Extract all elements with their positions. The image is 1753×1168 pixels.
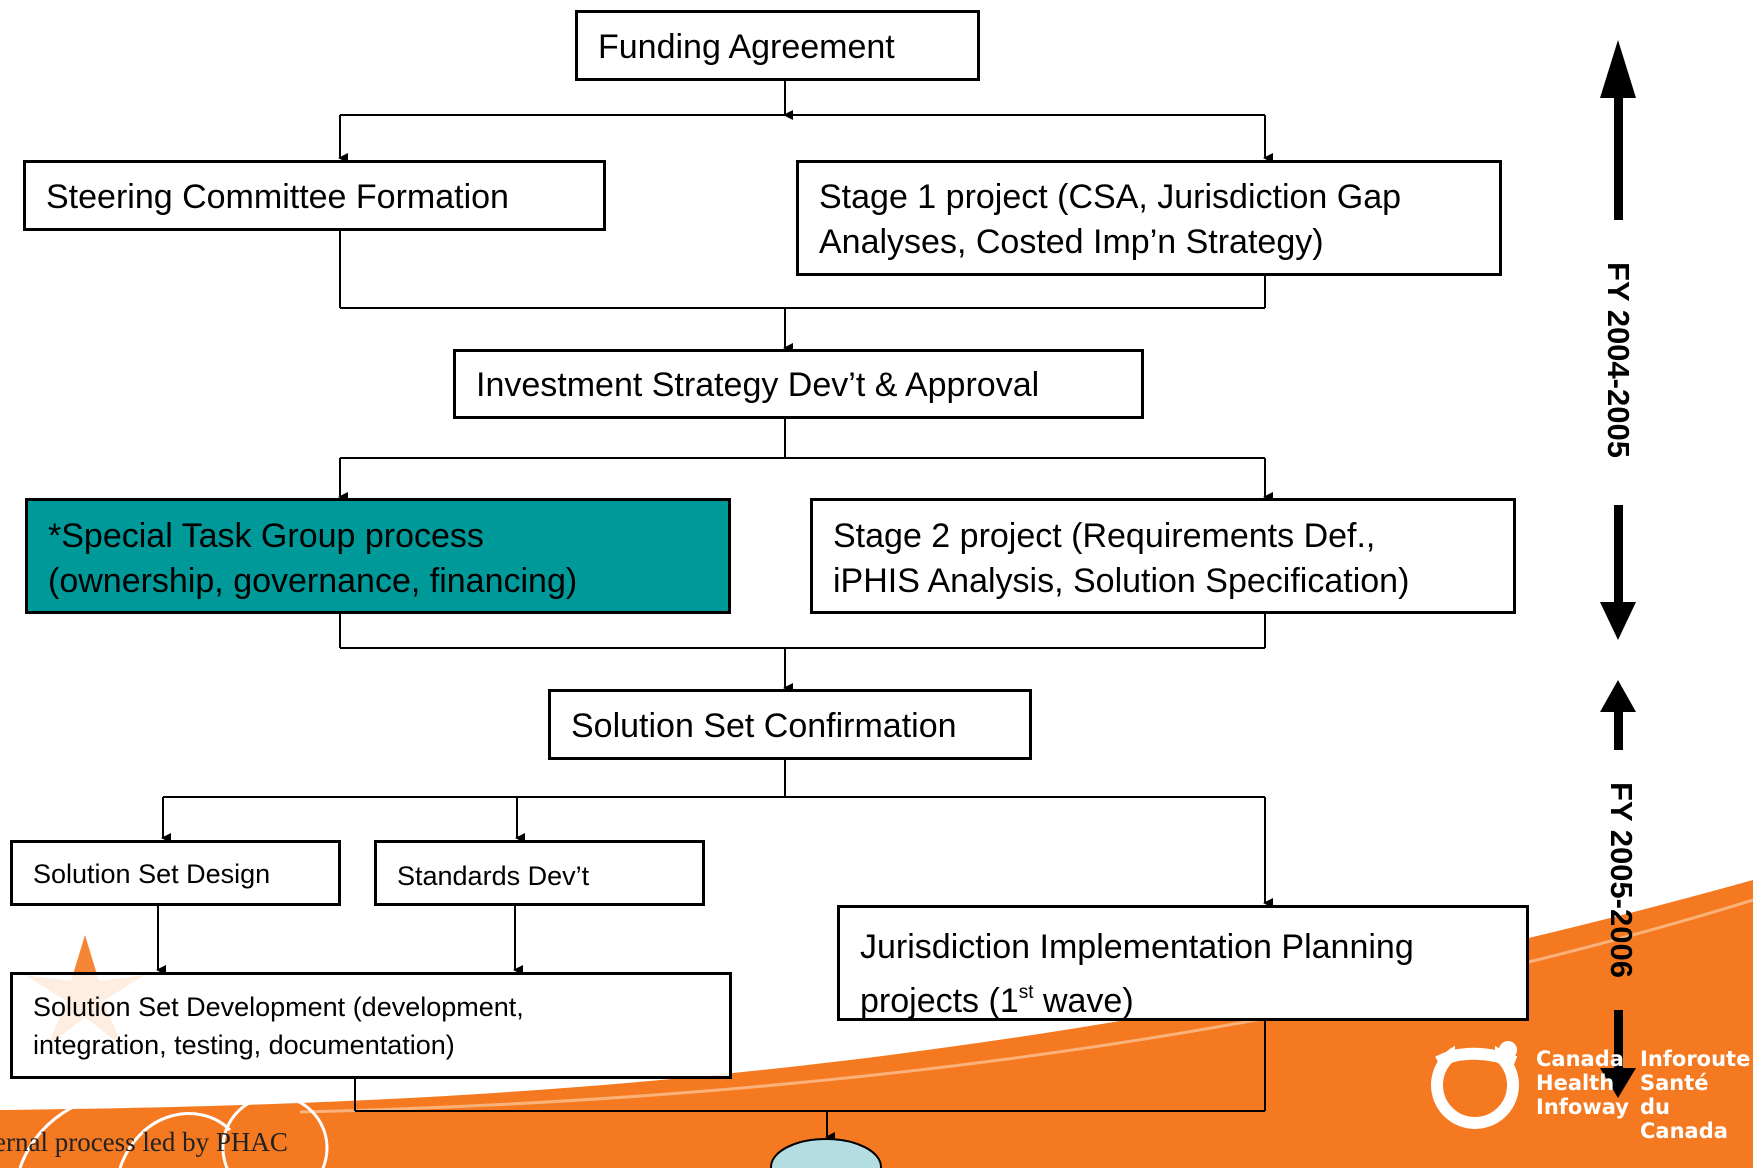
fy-2004-2005-label: FY 2004-2005 (1600, 252, 1636, 468)
timeline-arrow-fy2 (1600, 680, 1636, 1098)
decorative-arcs-icon (18, 1092, 329, 1168)
logo-text-english: Canada Health Infoway (1536, 1047, 1629, 1119)
funding-agreement-label: Funding Agreement (598, 28, 895, 66)
investment-strategy-label: Investment Strategy Dev’t & Approval (476, 366, 1040, 404)
solution-set-development-box: Solution Set Development (development, i… (10, 972, 732, 1079)
solution-set-design-label: Solution Set Design (33, 859, 271, 889)
end-oval (770, 1138, 882, 1168)
investment-strategy-box: Investment Strategy Dev’t & Approval (453, 349, 1144, 419)
stage2-line2: iPHIS Analysis, Solution Specification) (833, 562, 1410, 600)
stage1-line1: Stage 1 project (CSA, Jurisdiction Gap (819, 178, 1402, 216)
solution-set-design-box: Solution Set Design (10, 840, 341, 906)
infoway-logo-icon (1431, 1040, 1519, 1129)
stage1-project-box: Stage 1 project (CSA, Jurisdiction Gap A… (796, 160, 1502, 276)
special-task-line1: *Special Task Group process (48, 517, 484, 555)
jurisdiction-line1: Jurisdiction Implementation Planning (860, 928, 1414, 966)
orange-swoosh (0, 880, 1753, 1168)
logo-en-line3: Infoway (1536, 1095, 1629, 1119)
logo-fr-line2: Santé (1640, 1071, 1709, 1095)
footnote: ernal process led by PHAC (0, 1127, 288, 1157)
special-task-line2: (ownership, governance, financing) (48, 562, 578, 600)
logo-text-french: Inforoute Santé du Canada (1640, 1047, 1753, 1143)
jurisdiction-line2-suffix: wave) (1033, 982, 1134, 1020)
jurisdiction-line2-prefix: projects (1 (860, 982, 1019, 1020)
logo-en-line1: Canada (1536, 1047, 1624, 1071)
stage1-line2: Analyses, Costed Imp’n Strategy) (819, 223, 1324, 261)
steering-committee-label: Steering Committee Formation (46, 178, 509, 216)
standards-dev-label: Standards Dev’t (397, 861, 590, 891)
logo-fr-line1: Inforoute (1640, 1047, 1751, 1071)
jurisdiction-planning-box: Jurisdiction Implementation Planning pro… (837, 905, 1529, 1021)
solution-set-confirmation-label: Solution Set Confirmation (571, 707, 957, 745)
timeline-arrow-fy1 (1600, 40, 1636, 640)
logo-en-line2: Health (1536, 1071, 1615, 1095)
connectors (156, 80, 1273, 1142)
steering-committee-box: Steering Committee Formation (23, 160, 606, 231)
jurisdiction-line2-sup: st (1018, 982, 1034, 1003)
logo-fr-line3: du Canada (1640, 1095, 1728, 1143)
solution-dev-line2: integration, testing, documentation) (33, 1030, 455, 1060)
special-task-group-box: *Special Task Group process (ownership, … (25, 498, 731, 614)
stage2-line1: Stage 2 project (Requirements Def., (833, 517, 1376, 555)
solution-set-confirmation-box: Solution Set Confirmation (548, 689, 1032, 760)
standards-dev-box: Standards Dev’t (374, 840, 705, 906)
swoosh-highlight (299, 898, 1753, 1114)
solution-dev-line1: Solution Set Development (development, (33, 992, 524, 1022)
funding-agreement-box: Funding Agreement (575, 10, 980, 81)
fy-2005-2006-label: FY 2005-2006 (1604, 782, 1639, 978)
jurisdiction-line2: projects (1st wave) (860, 970, 1506, 1024)
stage2-project-box: Stage 2 project (Requirements Def., iPHI… (810, 498, 1516, 614)
